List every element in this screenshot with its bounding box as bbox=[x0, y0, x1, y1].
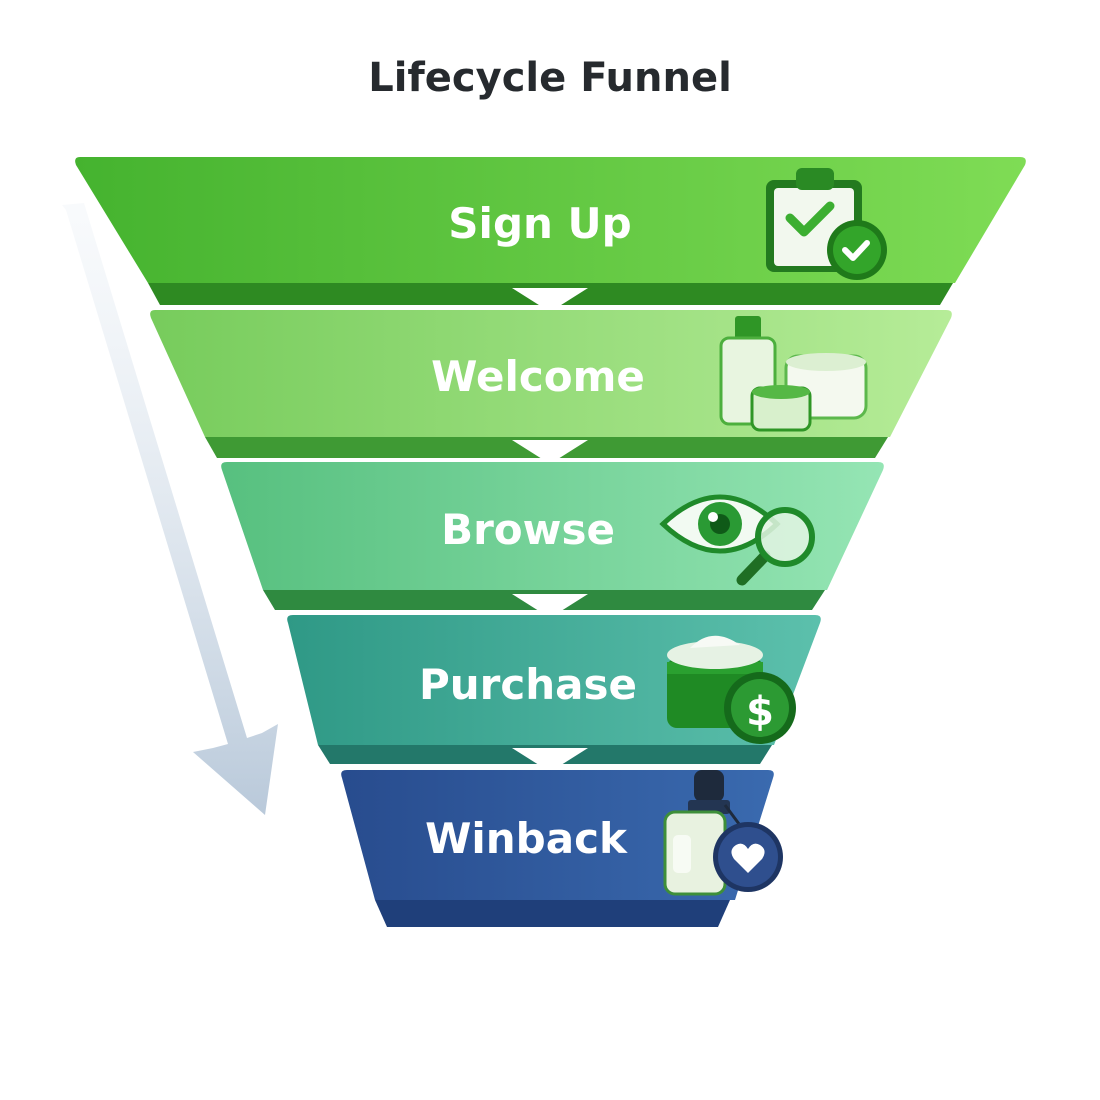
funnel-stage-winback: Winback bbox=[341, 770, 783, 927]
stage-label: Browse bbox=[441, 505, 615, 554]
funnel-stage-browse: Browse bbox=[221, 462, 884, 610]
connector-arrow bbox=[512, 594, 588, 618]
cream-jar-dollar-icon: $ bbox=[667, 635, 796, 744]
funnel-stage-sign-up: Sign Up bbox=[75, 157, 1026, 305]
svg-text:$: $ bbox=[746, 689, 774, 735]
connector-arrow bbox=[512, 748, 588, 772]
dropper-heart-tag-icon bbox=[663, 770, 783, 896]
stage-label: Sign Up bbox=[448, 199, 631, 248]
skincare-bottles-icon bbox=[719, 316, 868, 432]
stage-label: Welcome bbox=[431, 352, 645, 401]
funnel-stage-purchase: Purchase $ bbox=[287, 615, 821, 764]
eye-magnifier-icon bbox=[659, 494, 815, 586]
connector-arrow bbox=[512, 440, 588, 464]
funnel-stage-welcome: Welcome bbox=[150, 310, 952, 458]
connector-arrow bbox=[512, 288, 588, 312]
clipboard-check-icon bbox=[766, 168, 887, 280]
diagram-title: Lifecycle Funnel bbox=[368, 55, 732, 101]
progress-arrow bbox=[62, 203, 278, 815]
stage-label: Purchase bbox=[419, 660, 637, 709]
stage-label: Winback bbox=[425, 814, 628, 863]
